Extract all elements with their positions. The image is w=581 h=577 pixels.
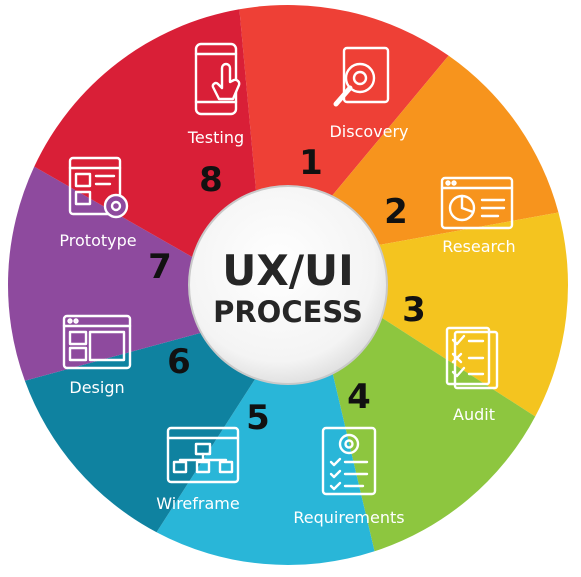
- segment-label-testing: Testing: [187, 128, 244, 147]
- segment-wedge-wireframe: [156, 333, 375, 566]
- prototype-window-gear-icon: [68, 156, 129, 219]
- segment-label-design: Design: [69, 378, 124, 397]
- center-subtitle: PROCESS: [213, 295, 363, 329]
- center-title: UX/UI: [222, 246, 354, 295]
- step-number-7: 7: [148, 247, 172, 287]
- segment-label-prototype: Prototype: [59, 231, 136, 250]
- step-number-8: 8: [199, 160, 223, 200]
- segment-wedge-research: [305, 55, 559, 253]
- discovery-magnifier-gear-icon: [333, 46, 390, 107]
- segment-label-wireframe: Wireframe: [156, 494, 239, 513]
- segment-wedge-design: [24, 321, 278, 533]
- segment-wedge-requirements: [323, 295, 536, 552]
- segment-label-audit: Audit: [453, 405, 495, 424]
- step-number-5: 5: [246, 398, 270, 438]
- segment-wedge-audit: [338, 212, 568, 417]
- step-number-3: 3: [402, 290, 426, 330]
- segment-label-research: Research: [442, 237, 515, 256]
- segment-label-requirements: Requirements: [293, 508, 404, 527]
- step-number-1: 1: [299, 143, 323, 183]
- center-circle: [188, 185, 388, 385]
- segment-label-discovery: Discovery: [329, 122, 408, 141]
- segment-wedge-testing: [34, 9, 260, 278]
- testing-phone-touch-icon: [194, 42, 241, 116]
- segment-wedge-discovery: [239, 5, 449, 233]
- step-number-4: 4: [347, 377, 371, 417]
- audit-checklist-icon: [445, 326, 499, 390]
- research-browser-chart-icon: [440, 176, 514, 230]
- step-number-6: 6: [167, 342, 191, 382]
- requirements-document-gear-icon: [321, 426, 377, 496]
- design-layout-window-icon: [62, 314, 132, 370]
- step-number-2: 2: [384, 192, 408, 232]
- segment-wedge-prototype: [7, 166, 241, 381]
- wireframe-flowchart-icon: [166, 426, 240, 484]
